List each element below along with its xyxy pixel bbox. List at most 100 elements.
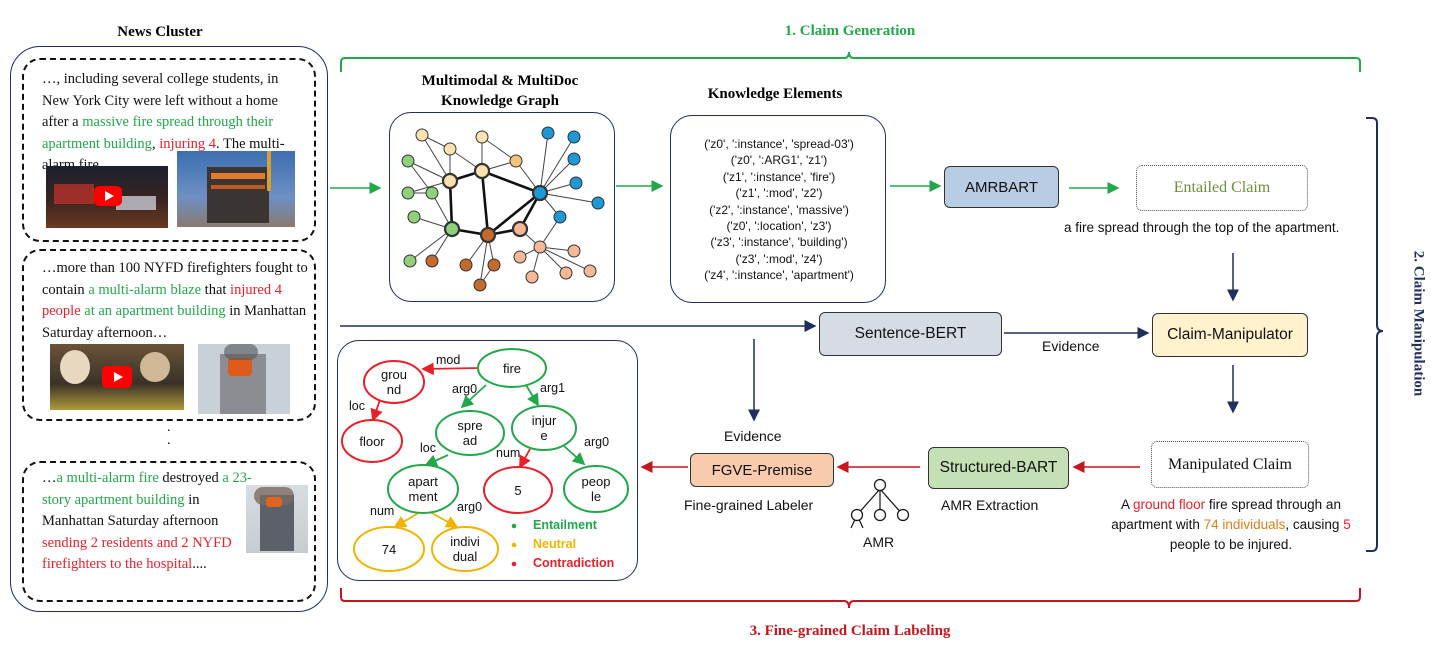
manipulated-claim-segment: fire spread through an apartment with xyxy=(1111,497,1341,532)
evidence-label-right: Evidence xyxy=(1042,338,1100,354)
edge-fire-spread xyxy=(460,384,487,409)
edge-label-loc-2: loc xyxy=(420,441,436,455)
node-individual xyxy=(431,526,499,572)
manipulated-claim-segment: people to be injured. xyxy=(1169,537,1293,552)
edge-spread-apartment xyxy=(424,454,449,467)
manipulated-claim-segment: A xyxy=(1121,497,1134,512)
edge-label-arg0-spread: arg0 xyxy=(452,382,478,396)
structured-bart-box: Structured-BART xyxy=(928,447,1069,489)
news-article-3-text: …a multi-alarm fire destroyed a 23-story… xyxy=(42,468,252,576)
knowledge-elements-panel: ('z0', ':instance', 'spread-03')('z0', '… xyxy=(670,115,886,303)
amr-tree-icon xyxy=(850,478,910,529)
news-cluster-panel xyxy=(10,46,328,612)
amr-graph-canvas xyxy=(341,348,629,572)
news-article-3-segment: a multi-alarm fire xyxy=(56,470,159,486)
news-article-3: …a multi-alarm fire destroyed a 23-story… xyxy=(22,461,316,602)
entailed-claim-box: Entailed Claim xyxy=(1136,165,1308,211)
legend-neutral: Neutral xyxy=(533,537,577,551)
node-label-line: indivi xyxy=(450,534,480,549)
knowledge-element-line: ('z1', ':mod', 'z2') xyxy=(735,186,823,201)
knowledge-element-line: ('z4', ':instance', 'apartment') xyxy=(704,268,854,283)
legend-entailment: Entailment xyxy=(533,518,597,532)
manipulated-claim-segment: ground floor xyxy=(1133,497,1206,512)
news-article-1: …, including several college students, i… xyxy=(22,58,316,242)
news-article-1-text: …, including several college students, i… xyxy=(42,69,308,177)
node-label-line: apart xyxy=(408,474,438,489)
news-article-1-segment: injuring 4 xyxy=(159,135,216,152)
news-article-3-segment: in Manhattan Saturday afternoon xyxy=(42,491,219,530)
manipulated-claim-segment: , causing xyxy=(1285,517,1344,532)
claim-manipulator-box: Claim-Manipulator xyxy=(1152,313,1308,357)
node-five xyxy=(483,466,553,514)
edge-label-arg0-individual: arg0 xyxy=(457,500,483,514)
node-injure xyxy=(511,405,577,451)
fgve-premise-box: FGVE-Premise xyxy=(690,453,834,487)
legend-entailment-dot xyxy=(511,523,517,529)
amr-label: AMR xyxy=(863,534,895,550)
node-label-line: le xyxy=(590,489,602,504)
knowledge-element-line: ('z0', ':location', 'z3') xyxy=(726,219,832,234)
news-article-1-segment: …, including several college students, i… xyxy=(42,71,279,130)
node-label-line: 74 xyxy=(381,542,397,557)
edge-apartment-individual xyxy=(429,511,459,528)
node-label-line: spre xyxy=(457,418,483,433)
ellipsis-dot-1: . xyxy=(167,420,171,435)
manipulation-bracket xyxy=(1366,117,1384,552)
ellipsis-dot-2: . xyxy=(167,433,171,448)
news-article-2-segment: injured 4 people xyxy=(42,281,282,320)
fine-grained-labeler-label: Fine-grained Labeler xyxy=(684,497,814,513)
node-ground xyxy=(363,360,425,404)
edge-label-num-2: num xyxy=(370,504,395,518)
edge-injure-five xyxy=(519,448,531,469)
kg-title-line2: Knowledge Graph xyxy=(441,93,559,109)
knowledge-graph-panel xyxy=(389,112,615,302)
node-label-line: grou xyxy=(380,367,408,382)
knowledge-elements-list: ('z0', ':instance', 'spread-03')('z0', '… xyxy=(671,136,887,284)
edge-fire-injure xyxy=(525,384,539,407)
news-article-2-segment: at an apartment building xyxy=(84,303,226,319)
claim-generation-bracket xyxy=(340,51,1361,72)
node-74 xyxy=(353,526,425,572)
knowledge-element-line: ('z3', ':instance', 'building') xyxy=(710,235,848,250)
news-article-3-segment: sending 2 residents and 2 NYFD firefight… xyxy=(42,534,232,573)
manipulated-claim-segment: 74 individuals xyxy=(1203,517,1286,532)
node-apartment xyxy=(387,464,459,514)
news-video-thumbnail-1[interactable] xyxy=(46,166,168,228)
sentence-bert-box: Sentence-BERT xyxy=(819,312,1002,356)
node-label-74: 74 xyxy=(359,542,419,557)
news-article-2-segment: that xyxy=(201,281,231,298)
news-photo-building-fire-3 xyxy=(246,485,308,553)
play-button-icon[interactable] xyxy=(102,366,132,388)
entailed-claim-text: a fire spread through the top of the apa… xyxy=(1064,220,1340,235)
knowledge-element-line: ('z3', ':mod', 'z4') xyxy=(735,251,823,266)
news-article-3-segment: destroyed xyxy=(158,470,223,486)
node-label-line: dual xyxy=(452,549,478,564)
knowledge-element-line: ('z0', ':ARG1', 'z1') xyxy=(730,153,828,168)
news-photo-building-fire-2 xyxy=(198,344,290,414)
legend-contradiction-dot xyxy=(511,561,517,567)
knowledge-element-line: ('z2', ':instance', 'massive') xyxy=(709,202,849,217)
edge-label-num-1: num xyxy=(496,446,521,460)
edge-label-arg0-people: arg0 xyxy=(584,435,610,449)
news-article-1-segment: , xyxy=(151,135,160,152)
manipulated-claim-text: A ground floor fire spread through an ap… xyxy=(1090,495,1372,555)
play-button-icon[interactable] xyxy=(94,186,122,206)
knowledge-graph-canvas xyxy=(401,126,605,292)
stage-title-fine-grained-labeling: 3. Fine-grained Claim Labeling xyxy=(749,623,951,639)
news-article-3-segment: .... xyxy=(192,556,207,572)
node-label-line: e xyxy=(540,428,548,443)
news-article-3-segment: a 23-story apartment building xyxy=(42,470,252,508)
node-label-floor: floor xyxy=(342,434,402,449)
manipulated-claim-segment: 5 xyxy=(1343,517,1351,532)
node-label-line: fire xyxy=(502,361,522,376)
node-label-fire: fire xyxy=(482,361,542,376)
legend-neutral-dot xyxy=(511,542,517,548)
news-video-thumbnail-2[interactable] xyxy=(50,344,184,410)
node-label-line: floor xyxy=(359,434,385,449)
